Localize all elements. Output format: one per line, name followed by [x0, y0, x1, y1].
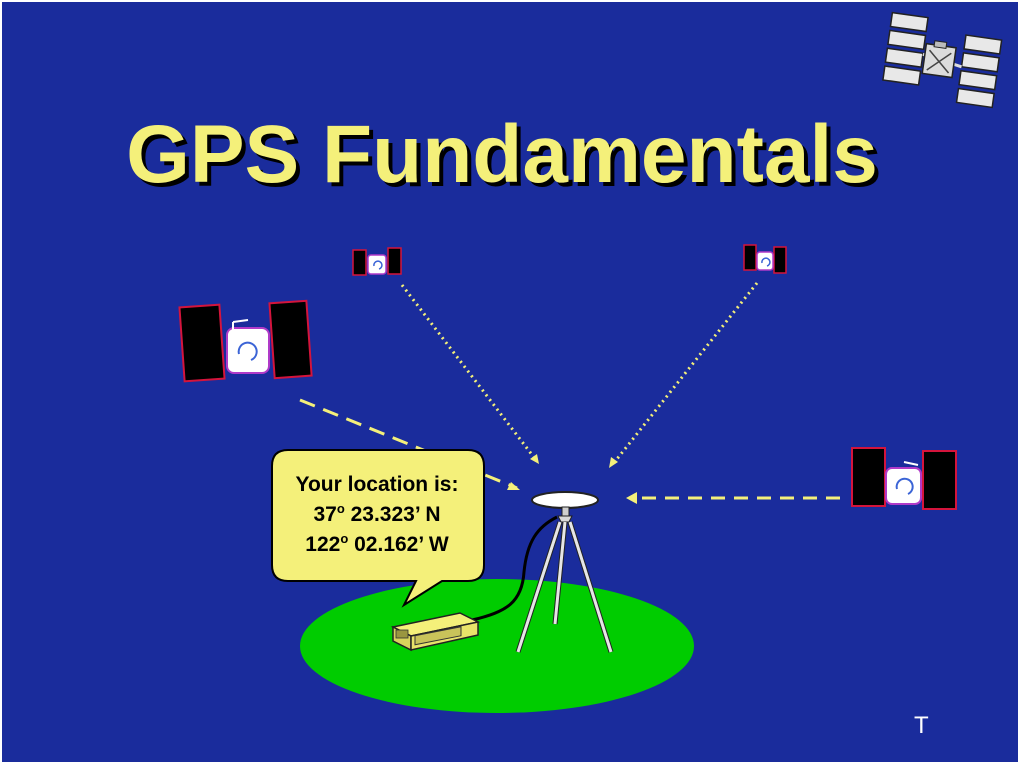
satellite-icon — [882, 11, 1003, 109]
signal-line-top-left-dotted — [400, 284, 538, 461]
location-callout: Your location is: 37o 23.323’ N 122o 02.… — [270, 450, 484, 582]
slide-title: GPS Fundamentals — [126, 109, 878, 200]
footer-mark: T — [914, 712, 929, 739]
tripod-icon — [515, 515, 614, 653]
callout-heading: Your location is: — [295, 473, 459, 496]
satellite-icon — [352, 247, 402, 276]
arrowhead-right — [626, 492, 637, 504]
antenna-icon — [531, 491, 599, 520]
arrowhead-left — [507, 482, 520, 490]
receiver-cable — [471, 515, 558, 622]
callout-latitude: 37o 23.323’ N — [313, 501, 441, 526]
satellite-icon — [851, 447, 957, 510]
satellite-icon — [178, 299, 313, 383]
signal-line-top-right-dotted — [611, 282, 759, 465]
degree-mark: o — [340, 531, 349, 546]
ground-ellipse — [300, 579, 694, 713]
arrowhead-top-left — [530, 454, 539, 464]
degree-mark: o — [336, 501, 345, 516]
signal-line-left-dashed — [299, 398, 518, 490]
callout-longitude: 122o 02.162’ W — [305, 531, 449, 556]
gps-receiver-icon — [390, 612, 481, 652]
location-callout-bubble — [271, 449, 485, 608]
arrowhead-top-right — [609, 457, 618, 468]
satellite-icon — [743, 244, 787, 274]
